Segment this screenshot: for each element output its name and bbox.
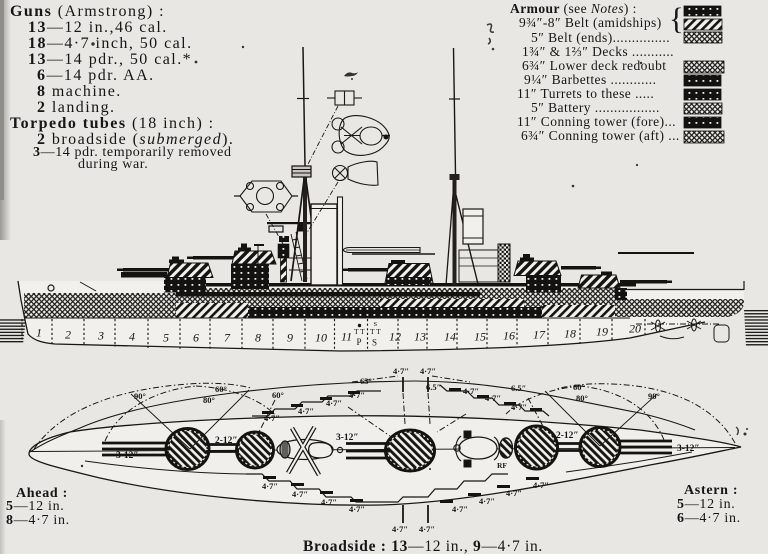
svg-text:1¾″ & 1⅔″ Decks ...........: 1¾″ & 1⅔″ Decks ........... bbox=[522, 44, 674, 59]
svg-text:60°: 60° bbox=[573, 382, 585, 392]
svg-text:S: S bbox=[372, 338, 377, 348]
svg-text:4·7″: 4·7″ bbox=[298, 406, 314, 416]
svg-text:Torpedo tubes (18 inch) :: Torpedo tubes (18 inch) : bbox=[10, 115, 215, 132]
svg-text:11″ Conning tower (fore)...: 11″ Conning tower (fore)... bbox=[517, 114, 676, 129]
svg-text:2-12″: 2-12″ bbox=[556, 431, 579, 441]
svg-text:RF: RF bbox=[497, 461, 507, 470]
svg-text:6.5″: 6.5″ bbox=[511, 383, 526, 393]
svg-text:4·7″: 4·7″ bbox=[463, 386, 479, 396]
svg-text:10: 10 bbox=[315, 331, 327, 345]
svg-text:18: 18 bbox=[564, 327, 576, 341]
svg-text:2 broadside (submerged).: 2 broadside (submerged). bbox=[37, 131, 234, 148]
svg-text:6—4·7 in.: 6—4·7 in. bbox=[677, 511, 741, 526]
svg-text:3—14 pdr. temporarily removed: 3—14 pdr. temporarily removed bbox=[33, 145, 232, 160]
svg-text:9¾″-8″ Belt (amidships): 9¾″-8″ Belt (amidships) bbox=[519, 15, 662, 30]
svg-text:6: 6 bbox=[193, 331, 199, 345]
svg-text:4·7″: 4·7″ bbox=[349, 504, 365, 514]
svg-text:4·7″: 4·7″ bbox=[393, 366, 409, 376]
svg-text:4·7″: 4·7″ bbox=[419, 524, 435, 534]
svg-text:P: P bbox=[357, 337, 362, 347]
svg-text:4·7″: 4·7″ bbox=[292, 489, 308, 499]
svg-text:5: 5 bbox=[163, 331, 169, 345]
svg-text:4·7″: 4·7″ bbox=[392, 524, 408, 534]
svg-text:2-12″: 2-12″ bbox=[215, 436, 238, 446]
svg-text:90°: 90° bbox=[134, 391, 146, 401]
svg-text:6¾″ Lower deck redoubt: 6¾″ Lower deck redoubt bbox=[522, 58, 666, 73]
svg-text:4·7″: 4·7″ bbox=[485, 393, 501, 403]
svg-text:2: 2 bbox=[65, 328, 71, 342]
svg-text:5″ Belt (ends)...............: 5″ Belt (ends)............... bbox=[531, 30, 670, 45]
svg-text:5—12 in.: 5—12 in. bbox=[677, 497, 736, 512]
svg-text:8: 8 bbox=[255, 331, 261, 345]
svg-text:4: 4 bbox=[129, 330, 135, 344]
svg-text:4·7″: 4·7″ bbox=[506, 488, 522, 498]
svg-text:6.5″: 6.5″ bbox=[426, 382, 441, 392]
svg-text:80°: 80° bbox=[203, 395, 215, 405]
svg-text:Guns (Armstrong) :: Guns (Armstrong) : bbox=[10, 3, 165, 20]
svg-text:4·7″: 4·7″ bbox=[533, 480, 549, 490]
svg-text:4·7″: 4·7″ bbox=[452, 504, 468, 514]
svg-text:3: 3 bbox=[97, 329, 104, 343]
svg-text:13: 13 bbox=[414, 330, 426, 344]
svg-text:5″ Battery .................: 5″ Battery ................. bbox=[531, 100, 660, 115]
svg-text:4·7″: 4·7″ bbox=[511, 402, 527, 412]
svg-text:6—14 pdr. AA.: 6—14 pdr. AA. bbox=[37, 67, 155, 84]
svg-text:during war.: during war. bbox=[78, 157, 148, 172]
svg-text:14: 14 bbox=[444, 330, 456, 344]
svg-text:4·7″: 4·7″ bbox=[420, 366, 436, 376]
svg-text:Ahead :: Ahead : bbox=[16, 486, 68, 501]
svg-text:Armour (see Notes) :: Armour (see Notes) : bbox=[510, 1, 637, 16]
svg-text:60°: 60° bbox=[272, 390, 284, 400]
svg-text:4·7″: 4·7″ bbox=[326, 398, 342, 408]
svg-text:S: S bbox=[374, 321, 378, 328]
svg-text:T T: T T bbox=[354, 327, 365, 336]
svg-text:18—4·7 inch, 50 cal.: 18—4·7 inch, 50 cal. bbox=[28, 35, 193, 52]
svg-text:11: 11 bbox=[341, 330, 352, 344]
svg-text:17: 17 bbox=[533, 328, 546, 342]
svg-text:90°: 90° bbox=[648, 391, 660, 401]
svg-text:Astern :: Astern : bbox=[684, 483, 738, 498]
svg-text:9¼″ Barbettes ............: 9¼″ Barbettes ............ bbox=[524, 72, 656, 87]
svg-text:Broadside : 13—12 in., 9—4·7 i: Broadside : 13—12 in., 9—4·7 in. bbox=[303, 538, 543, 554]
svg-text:3-12″: 3-12″ bbox=[677, 444, 700, 454]
svg-text:7: 7 bbox=[224, 331, 231, 345]
svg-text:15: 15 bbox=[474, 330, 486, 344]
svg-text:4·7″: 4·7″ bbox=[479, 496, 495, 506]
svg-text:19: 19 bbox=[596, 325, 608, 339]
svg-text:9: 9 bbox=[287, 331, 293, 345]
svg-text:3-12″: 3-12″ bbox=[336, 433, 359, 443]
svg-text:2 landing.: 2 landing. bbox=[37, 99, 116, 116]
svg-text:{: { bbox=[669, 1, 684, 36]
svg-text:1: 1 bbox=[36, 326, 42, 340]
svg-text:13—12 in.,46 cal.: 13—12 in.,46 cal. bbox=[28, 19, 168, 36]
svg-text:16: 16 bbox=[503, 329, 515, 343]
svg-text:63°: 63° bbox=[360, 376, 372, 386]
svg-text:8 machine.: 8 machine. bbox=[37, 83, 122, 100]
svg-text:8—4·7 in.: 8—4·7 in. bbox=[6, 513, 70, 528]
svg-text:4·7″: 4·7″ bbox=[349, 390, 365, 400]
svg-text:80°: 80° bbox=[576, 393, 588, 403]
svg-text:13—14 pdr., 50 cal.*: 13—14 pdr., 50 cal.* bbox=[28, 51, 192, 68]
svg-text:T T: T T bbox=[370, 327, 381, 336]
svg-text:4·7″: 4·7″ bbox=[321, 497, 337, 507]
svg-text:11″ Turrets to these .....: 11″ Turrets to these ..... bbox=[517, 86, 654, 101]
svg-text:3-12″: 3-12″ bbox=[116, 451, 139, 461]
svg-text:6¾″ Conning tower (aft) ...: 6¾″ Conning tower (aft) ... bbox=[521, 128, 680, 143]
svg-text:5—12 in.: 5—12 in. bbox=[6, 499, 65, 514]
svg-text:20: 20 bbox=[629, 322, 641, 336]
svg-text:60°: 60° bbox=[215, 384, 227, 394]
svg-text:4·7″: 4·7″ bbox=[262, 481, 278, 491]
svg-text:12: 12 bbox=[389, 330, 401, 344]
svg-text:4·7″: 4·7″ bbox=[264, 413, 280, 423]
